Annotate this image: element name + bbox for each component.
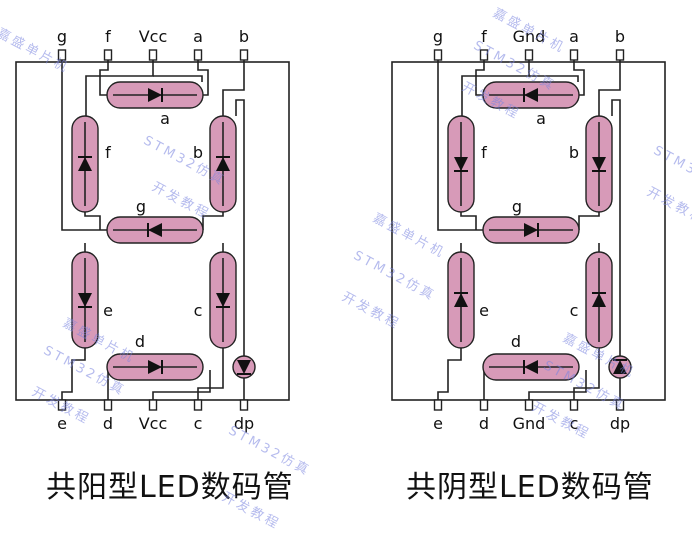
segment-label-g: g bbox=[512, 197, 522, 216]
wire-e bbox=[61, 348, 86, 400]
top-pin-label: a bbox=[569, 27, 579, 46]
segment-dp-diode bbox=[613, 360, 627, 374]
top-pin-b bbox=[615, 49, 625, 61]
wire-a bbox=[197, 60, 209, 96]
segment-f-diode bbox=[78, 157, 92, 171]
segment-label-a: a bbox=[536, 109, 546, 128]
segment-c-diode bbox=[592, 293, 606, 307]
bottom-pin-label: dp bbox=[234, 414, 254, 433]
bottom-pin-label: Vcc bbox=[139, 414, 168, 433]
segment-label-d: d bbox=[135, 332, 145, 351]
segment-label-f: f bbox=[481, 143, 487, 162]
top-pin-label: Vcc bbox=[139, 27, 168, 46]
segment-f-diode bbox=[454, 157, 468, 171]
wire-g bbox=[61, 60, 107, 231]
segment-label-c: c bbox=[570, 301, 579, 320]
segment-g-diode bbox=[148, 223, 162, 237]
segment-label-c: c bbox=[194, 301, 203, 320]
wire-bg bbox=[202, 212, 224, 230]
bottom-pin-label: c bbox=[570, 414, 579, 433]
top-pin-label: g bbox=[433, 27, 443, 46]
bottom-pin-label: Gnd bbox=[513, 414, 546, 433]
top-pin-label: Gnd bbox=[513, 27, 546, 46]
bottom-pin-label: e bbox=[57, 414, 67, 433]
common-bus bbox=[153, 75, 203, 82]
segment-b-diode bbox=[592, 157, 606, 171]
bottom-pin-label: dp bbox=[610, 414, 630, 433]
bottom-pin-c bbox=[193, 399, 203, 411]
common-bus bbox=[85, 60, 154, 116]
bottom-pin-e bbox=[433, 399, 443, 411]
wire-dp-common bbox=[235, 99, 245, 356]
common-bus bbox=[461, 60, 530, 116]
common-bus bbox=[529, 75, 579, 82]
bottom-pin-d bbox=[103, 399, 113, 411]
wire-e bbox=[437, 348, 462, 400]
segment-c-diode bbox=[216, 293, 230, 307]
bottom-pin-d bbox=[479, 399, 489, 411]
top-pin-label: f bbox=[481, 27, 487, 46]
top-pin-b bbox=[239, 49, 249, 61]
wire-fg bbox=[84, 212, 101, 230]
segment-d-diode bbox=[148, 360, 162, 374]
top-pin-label: b bbox=[615, 27, 625, 46]
common-bus-bottom bbox=[528, 370, 587, 400]
segment-label-e: e bbox=[103, 301, 113, 320]
segment-label-d: d bbox=[511, 332, 521, 351]
common-anode-title: 共阳型LED数码管 bbox=[46, 470, 294, 505]
segment-label-a: a bbox=[160, 109, 170, 128]
bottom-pin-label: e bbox=[433, 414, 443, 433]
segment-label-b: b bbox=[569, 143, 579, 162]
bottom-pin-dp bbox=[239, 399, 249, 411]
segment-e-diode bbox=[78, 293, 92, 307]
wire-b bbox=[598, 60, 621, 116]
bottom-pin-label: d bbox=[103, 414, 113, 433]
segment-a-diode bbox=[524, 88, 538, 102]
segment-label-g: g bbox=[136, 197, 146, 216]
wire-b bbox=[222, 60, 245, 116]
wire-bg bbox=[578, 212, 600, 230]
segment-label-b: b bbox=[193, 143, 203, 162]
bottom-pin-Vcc bbox=[148, 399, 158, 411]
wire-dp-common bbox=[611, 99, 621, 356]
top-pin-Gnd bbox=[524, 49, 534, 61]
bottom-pin-label: d bbox=[479, 414, 489, 433]
segment-label-e: e bbox=[479, 301, 489, 320]
top-pin-label: b bbox=[239, 27, 249, 46]
top-pin-f bbox=[103, 49, 113, 61]
bottom-pin-label: c bbox=[194, 414, 203, 433]
top-pin-g bbox=[433, 49, 443, 61]
wire-f bbox=[99, 60, 109, 96]
wire-fg bbox=[460, 212, 477, 230]
top-pin-Vcc bbox=[148, 49, 158, 61]
segment-e-diode bbox=[454, 293, 468, 307]
top-pin-label: g bbox=[57, 27, 67, 46]
top-pin-label: f bbox=[105, 27, 111, 46]
segment-a-diode bbox=[148, 88, 162, 102]
bottom-pin-c bbox=[569, 399, 579, 411]
wire-a bbox=[573, 60, 585, 96]
top-pin-a bbox=[193, 49, 203, 61]
common-cathode-title: 共阴型LED数码管 bbox=[406, 470, 654, 505]
segment-b-diode bbox=[216, 157, 230, 171]
segment-d-diode bbox=[524, 360, 538, 374]
segment-g-diode bbox=[524, 223, 538, 237]
segment-dp-diode bbox=[237, 360, 251, 374]
segment-label-f: f bbox=[105, 143, 111, 162]
common-bus-bottom bbox=[152, 370, 211, 400]
top-pin-a bbox=[569, 49, 579, 61]
top-pin-label: a bbox=[193, 27, 203, 46]
wire-g bbox=[437, 60, 483, 231]
wire-f bbox=[475, 60, 485, 96]
